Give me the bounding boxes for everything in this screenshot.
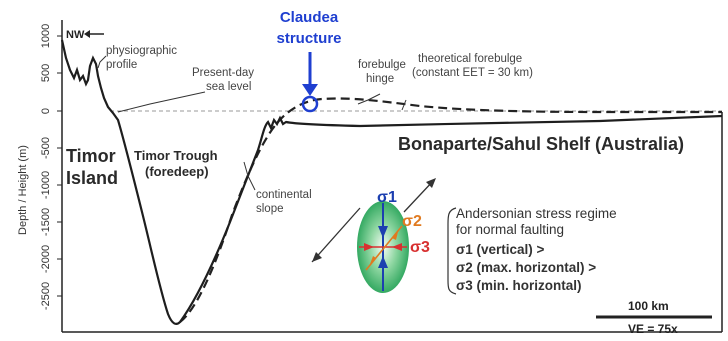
slope-label-1: continental [256, 189, 312, 201]
compass-arrow-icon [84, 30, 104, 38]
sealevel-label-1: Present-day [192, 67, 254, 79]
y-tick-label: -2000 [40, 245, 52, 273]
claudea-arrowhead [302, 84, 318, 96]
timor-island-label-1: Timor [66, 146, 116, 166]
sigma2-label: σ2 [402, 213, 422, 230]
y-tick-label: -1500 [40, 208, 52, 236]
stress-line-1: σ1 (vertical) > [456, 242, 545, 257]
claudea-title-line2: structure [276, 30, 341, 47]
y-tick-label: 0 [40, 108, 52, 114]
forebulge-hinge-label-2: hinge [366, 73, 394, 85]
scale-label: 100 km [628, 299, 669, 313]
compass-nw-label: NW [66, 29, 85, 41]
sigma1-label: σ1 [377, 189, 397, 206]
y-tick-labels: 1000 500 0 -500 -1000 -1500 -2000 -2500 [40, 24, 52, 310]
slope-label-2: slope [256, 203, 284, 215]
shelf-label: Bonaparte/Sahul Shelf (Australia) [398, 134, 684, 154]
theoretical-label-2: (constant EET = 30 km) [412, 67, 533, 79]
y-tick-label: 500 [40, 64, 52, 82]
stress-title-2: for normal faulting [456, 222, 564, 237]
stress-line-2: σ2 (max. horizontal) > [456, 260, 596, 275]
forebulge-hinge-label-1: forebulge [358, 59, 406, 71]
theoretical-label-1: theoretical forebulge [418, 53, 522, 65]
timor-trough-label-1: Timor Trough [134, 148, 218, 163]
sealevel-label-2: sea level [206, 81, 251, 93]
y-tick-label: -500 [40, 137, 52, 159]
claudea-marker [303, 97, 317, 111]
claudea-title-line1: Claudea [280, 9, 339, 26]
sigma3-label: σ3 [410, 239, 430, 256]
stress-line-3: σ3 (min. horizontal) [456, 278, 581, 293]
y-tick-label: -2500 [40, 282, 52, 310]
stress-bracket [448, 208, 456, 294]
ve-label: VE = 75x [628, 322, 678, 336]
physiographic-label-1: physiographic [106, 45, 177, 57]
timor-trough-label-2: (foredeep) [145, 164, 209, 179]
y-tick-label: -1000 [40, 171, 52, 199]
y-axis-label: Depth / Height (m) [17, 145, 29, 235]
stress-ellipse-diagram [312, 178, 436, 293]
stress-title-1: Andersonian stress regime [456, 206, 617, 221]
timor-island-label-2: Island [66, 168, 118, 188]
physiographic-label-2: profile [106, 59, 137, 71]
y-tick-label: 1000 [40, 24, 52, 48]
